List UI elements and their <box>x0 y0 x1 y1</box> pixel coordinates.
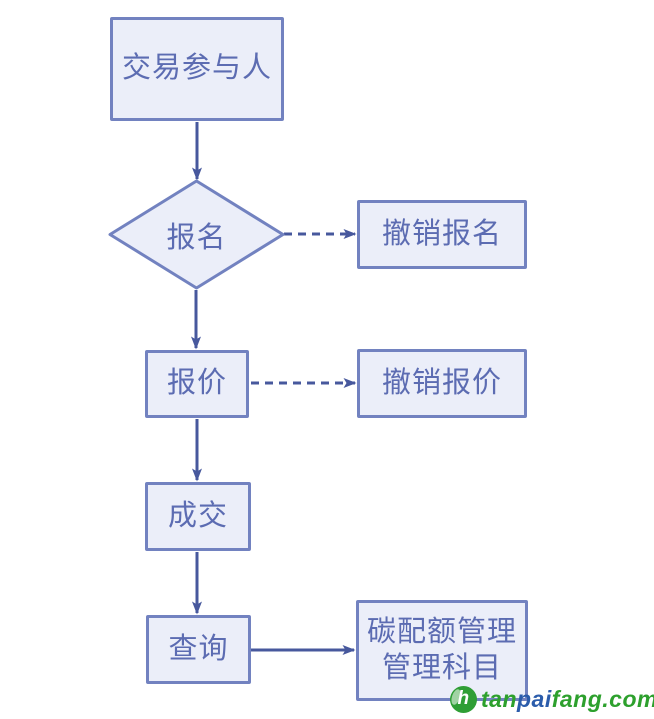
node-deal-label: 成交 <box>167 499 228 532</box>
watermark-text-pai: pai <box>517 685 552 712</box>
node-cancel-register: 撤销报名 <box>357 200 527 269</box>
watermark: h tan pai fang.com <box>449 684 654 714</box>
node-deal: 成交 <box>145 482 251 551</box>
node-cancel-quote-label: 撤销报价 <box>381 366 502 399</box>
node-carbon-quota-line2: 管理科目 <box>381 651 502 684</box>
decision-register: 报名 <box>108 179 285 290</box>
logo-letter: h <box>457 688 470 709</box>
node-trading-participant: 交易参与人 <box>110 17 284 121</box>
node-quote-label: 报价 <box>166 367 227 400</box>
decision-register-label: 报名 <box>166 221 227 254</box>
node-carbon-quota-management: 碳配额管理 管理科目 <box>356 600 528 701</box>
node-quote: 报价 <box>145 350 249 418</box>
tanpaifang-logo-icon: h <box>449 685 477 713</box>
node-query-label: 查询 <box>168 632 229 665</box>
watermark-text-tan: tan <box>481 685 517 712</box>
node-carbon-quota-line1: 碳配额管理 <box>366 616 517 649</box>
node-trading-participant-label: 交易参与人 <box>121 52 272 85</box>
decision-register-diamond-shape <box>108 179 285 290</box>
node-query: 查询 <box>146 615 251 684</box>
node-cancel-quote: 撤销报价 <box>357 349 527 418</box>
watermark-text-fang: fang.com <box>551 685 654 712</box>
node-cancel-register-label: 撤销报名 <box>381 217 502 250</box>
